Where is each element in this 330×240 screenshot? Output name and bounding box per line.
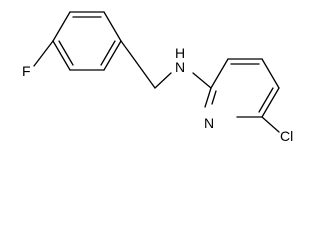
fluorophenyl-ring — [52, 11, 122, 71]
amine-hydrogen-label: H — [175, 45, 185, 61]
benzyl-ch2-bond — [120, 40, 156, 89]
chlorine-label: Cl — [280, 128, 293, 144]
amine-nitrogen-label: N — [175, 59, 185, 75]
fluorine-label: F — [22, 63, 31, 79]
chemical-structure: F N H N Cl — [22, 11, 293, 144]
pyridine-nitrogen-label: N — [204, 115, 214, 131]
n-pyridine-bond — [192, 72, 212, 89]
c-cl-bond — [261, 116, 280, 133]
pyridine-ring — [204, 58, 280, 118]
ch2-n-bond — [154, 72, 172, 89]
c-f-bond — [33, 40, 54, 67]
